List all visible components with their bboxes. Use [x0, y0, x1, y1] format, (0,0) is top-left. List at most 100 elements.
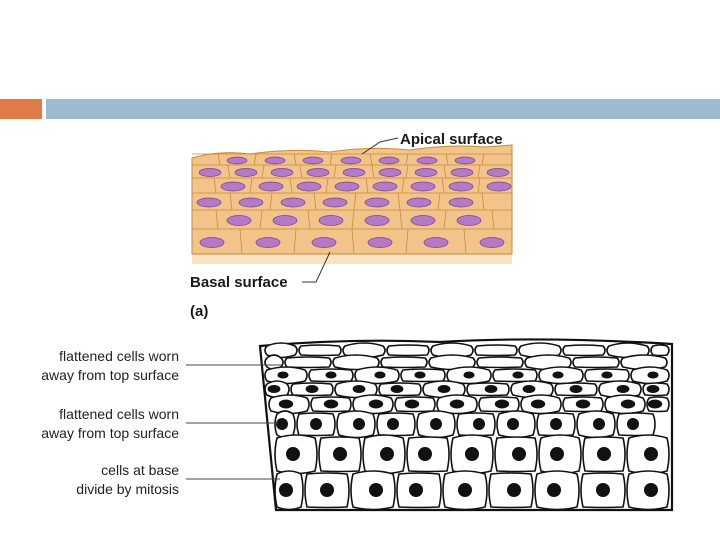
cell-outline: [298, 344, 342, 357]
label-flattened-cells-2: flattened cells worn away from top surfa…: [41, 405, 179, 443]
nucleus: [272, 215, 298, 226]
cell-wall: [253, 153, 257, 166]
nucleus: [627, 418, 639, 430]
nucleus: [369, 483, 383, 497]
tissue-outline-b: [258, 338, 674, 512]
nucleus: [507, 483, 521, 497]
nucleus: [569, 385, 583, 393]
nucleus: [530, 399, 546, 409]
nucleus: [255, 237, 281, 248]
cell-outline: [518, 342, 562, 359]
nucleus: [465, 447, 479, 461]
epithelium-diagram-b: [186, 338, 674, 512]
nucleus: [416, 156, 438, 165]
nucleus: [437, 385, 451, 393]
basal-leader-line: [302, 251, 331, 283]
nucleus: [448, 197, 474, 208]
nucleus: [310, 418, 322, 430]
nucleus: [320, 483, 334, 497]
apical-surface-label: Apical surface: [400, 131, 503, 148]
nucleus: [267, 385, 281, 393]
nucleus: [522, 385, 536, 393]
apical-leader-line: [361, 137, 399, 155]
epithelium-tissue-a: [191, 144, 513, 264]
nucleus: [512, 371, 524, 379]
nucleus: [367, 237, 393, 248]
nucleus: [552, 371, 564, 379]
nucleus: [340, 156, 362, 165]
cell-wall: [365, 177, 369, 194]
header-accent-right: [46, 99, 720, 119]
cell-wall: [325, 177, 329, 194]
nucleus: [334, 181, 360, 192]
nucleus: [456, 215, 482, 226]
nucleus: [364, 197, 390, 208]
cell-wall: [293, 228, 297, 255]
nucleus: [278, 399, 294, 409]
nucleus: [450, 168, 474, 177]
nucleus: [647, 399, 663, 409]
nucleus: [322, 197, 348, 208]
nucleus: [601, 371, 613, 379]
nucleus: [353, 418, 365, 430]
cell-wall: [399, 209, 403, 230]
nucleus: [647, 371, 659, 379]
leader-lines-b: [186, 364, 282, 480]
label-flattened-cells-1-line2: away from top surface: [41, 367, 179, 383]
nucleus: [342, 168, 366, 177]
nucleus: [198, 168, 222, 177]
cell-outline: [650, 344, 670, 357]
nucleus: [479, 237, 505, 248]
cell-wall: [229, 192, 233, 211]
nucleus: [449, 399, 465, 409]
nucleus: [352, 385, 366, 393]
nucleus: [390, 385, 404, 393]
nucleus: [199, 237, 225, 248]
cell-wall: [441, 177, 445, 194]
cell-outline: [264, 342, 298, 359]
epithelium-tissue-b: [258, 338, 674, 512]
nucleus: [409, 483, 423, 497]
nucleus: [414, 371, 426, 379]
nucleus: [644, 447, 658, 461]
nucleus: [226, 215, 252, 226]
nucleus: [302, 156, 324, 165]
nucleus: [418, 447, 432, 461]
nucleus: [448, 181, 474, 192]
nucleus: [286, 447, 300, 461]
cell-wall: [289, 177, 293, 194]
cell-wall: [371, 164, 375, 179]
header-accent-left: [0, 99, 42, 119]
nucleus: [454, 156, 476, 165]
cell-wall: [249, 177, 253, 194]
label-flattened-cells-2-line2: away from top surface: [41, 425, 179, 441]
nucleus: [404, 399, 420, 409]
nucleus: [484, 385, 498, 393]
nucleus: [276, 418, 288, 430]
cell-wall: [369, 153, 373, 166]
nucleus: [306, 168, 330, 177]
nucleus: [507, 418, 519, 430]
cell-outline: [386, 344, 430, 357]
leader-lines-a: [302, 137, 399, 283]
cell-outline: [284, 356, 332, 369]
cell-outline: [476, 356, 524, 369]
cell-outline: [620, 354, 668, 371]
nucleus: [494, 399, 510, 409]
cell-wall: [443, 209, 447, 230]
nucleus: [277, 371, 289, 379]
nucleus: [414, 168, 438, 177]
nucleus: [512, 447, 526, 461]
cell-wall: [313, 192, 317, 211]
nucleus: [406, 197, 432, 208]
label-cells-at-base-line1: cells at base: [101, 462, 179, 478]
nucleus: [196, 197, 222, 208]
cell-wall: [261, 164, 265, 179]
nucleus: [318, 215, 344, 226]
nucleus: [380, 447, 394, 461]
cell-wall: [259, 209, 263, 230]
nucleus: [270, 168, 294, 177]
nucleus: [486, 168, 510, 177]
nucleus: [423, 237, 449, 248]
cell-wall: [227, 164, 231, 179]
